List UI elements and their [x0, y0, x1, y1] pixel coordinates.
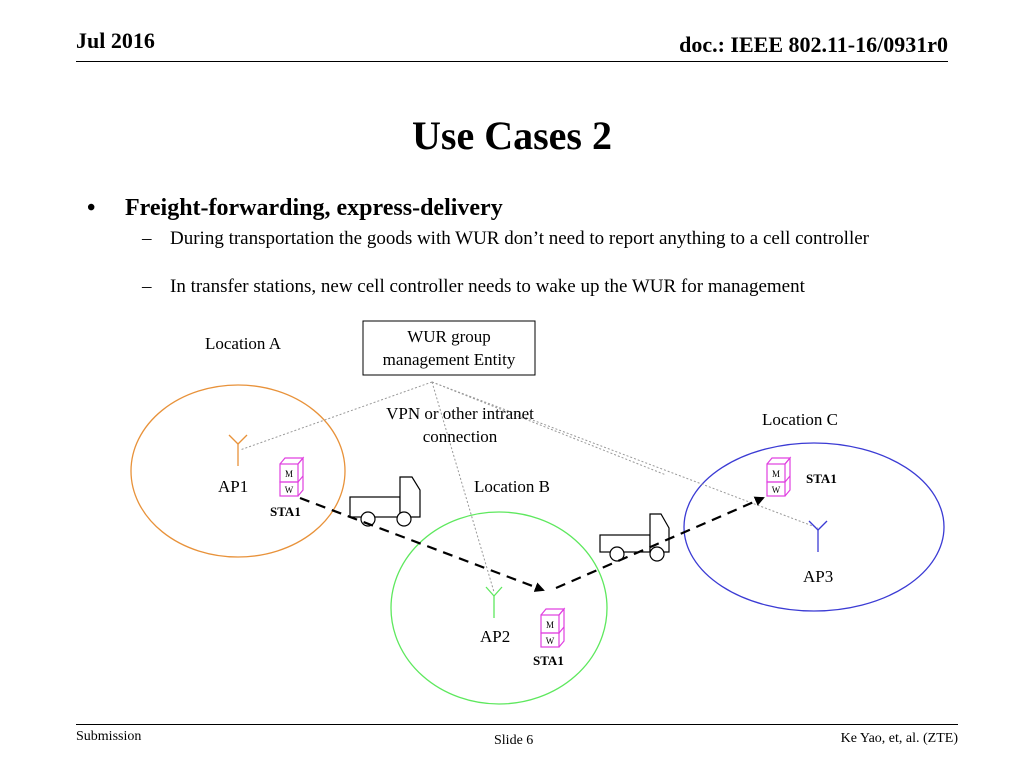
wur-entity-box: [362, 320, 536, 376]
slide-title: Use Cases 2: [412, 113, 612, 158]
footer-divider: [76, 724, 958, 725]
sta1-m-label: M: [285, 469, 293, 479]
location-b-circle: [390, 511, 608, 705]
sta1-w-label: W: [285, 485, 294, 495]
footer-author: Ke Yao, et, al. (ZTE): [840, 731, 958, 746]
sta3-box-icon: [766, 456, 792, 497]
sub-bullet-2: In transfer stations, new cell controlle…: [170, 276, 805, 297]
bullet-marker: •: [87, 195, 96, 221]
location-b-label: Location B: [474, 477, 550, 496]
sta3-w-label: W: [772, 485, 781, 495]
ap3-label: AP3: [803, 567, 833, 586]
truck-icon: [349, 476, 421, 527]
sta1-label-c: STA1: [806, 471, 837, 486]
bullet-heading: Freight-forwarding, express-delivery: [125, 195, 503, 221]
intranet-links: [239, 381, 819, 593]
sta1-label-b: STA1: [533, 653, 564, 668]
header-doc-id: doc.: IEEE 802.11-16/0931r0: [679, 32, 948, 57]
vpn-label-2: connection: [423, 427, 498, 446]
sta3-m-label: M: [772, 469, 780, 479]
sub-bullet-dash: –: [142, 228, 152, 249]
ap1-antenna-icon: [228, 434, 248, 466]
ap3-antenna-icon: [808, 520, 828, 552]
header-date: Jul 2016: [76, 28, 155, 53]
location-c-circle: [683, 442, 945, 612]
sta2-w-label: W: [546, 636, 555, 646]
entity-line-2: management Entity: [383, 350, 516, 369]
vpn-label-1: VPN or other intranet: [386, 404, 534, 423]
sta2-m-label: M: [546, 620, 554, 630]
sta1-box-icon: [279, 456, 305, 497]
sta2-box-icon: [540, 607, 566, 648]
sub-bullet-dash: –: [142, 276, 152, 297]
sta1-label-a: STA1: [270, 504, 301, 519]
ap1-label: AP1: [218, 477, 248, 496]
ap2-label: AP2: [480, 627, 510, 646]
movement-path: [299, 496, 765, 592]
location-c-label: Location C: [762, 410, 838, 429]
location-a-label: Location A: [205, 334, 282, 353]
header-divider: [76, 61, 948, 62]
entity-line-1: WUR group: [407, 327, 491, 346]
ap2-antenna-icon: [485, 586, 503, 618]
footer-submission: Submission: [76, 729, 142, 744]
location-a-circle: [130, 384, 346, 558]
sub-bullet-1: During transportation the goods with WUR…: [170, 228, 869, 249]
truck-icon: [599, 513, 670, 562]
footer-slide-number: Slide 6: [494, 733, 534, 748]
